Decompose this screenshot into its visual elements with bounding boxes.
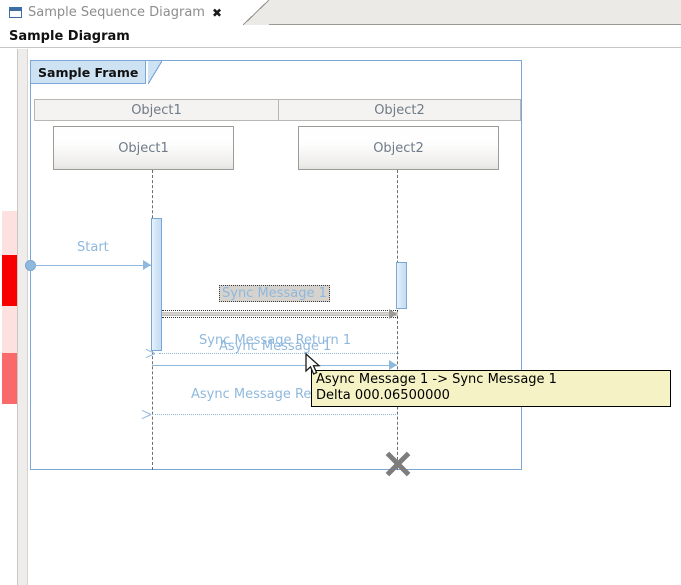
marker-warning[interactable] [2, 353, 17, 404]
lifeline-object2[interactable] [397, 170, 398, 470]
selection-dot-bottom [162, 317, 398, 318]
lifeline-label: Object1 [118, 140, 169, 156]
destroy-occurrence-icon[interactable] [385, 451, 411, 477]
message-line-async-return-1[interactable] [155, 414, 398, 415]
lifeline-head-object1[interactable]: Object1 [53, 126, 234, 170]
activation-bar-object1[interactable] [151, 218, 162, 351]
overview-ruler[interactable] [0, 49, 18, 585]
message-line-async-1[interactable] [152, 365, 397, 366]
arrowhead-sync-1 [389, 309, 397, 319]
column-header-label: Object1 [131, 102, 182, 118]
editor-gutter [18, 49, 28, 585]
diagram-canvas[interactable]: Sample Frame Object1 Object2 Object1 Obj… [0, 49, 681, 585]
sequence-diagram-frame[interactable]: Sample Frame Object1 Object2 Object1 Obj… [25, 60, 522, 470]
marker-pale-middle[interactable] [2, 306, 17, 353]
lifeline-head-object2[interactable]: Object2 [298, 126, 499, 170]
column-header-label: Object2 [374, 102, 425, 118]
message-line-sync-1[interactable] [162, 312, 398, 316]
message-label-async-1[interactable]: Async Message 1 [219, 339, 332, 354]
frame-name-tab[interactable]: Sample Frame [31, 61, 147, 84]
marker-error[interactable] [2, 255, 17, 306]
arrowhead-async-1 [389, 360, 397, 370]
message-label-async-return-1[interactable]: Async Message Return 1 [191, 387, 351, 402]
column-header-object1[interactable]: Object1 [34, 99, 279, 121]
message-label-start[interactable]: Start [77, 240, 109, 255]
tab-sample-sequence-diagram[interactable]: Sample Sequence Diagram ✖ [0, 0, 255, 25]
message-line-start[interactable] [31, 265, 151, 266]
arrowhead-sync-return-1 [155, 348, 164, 358]
message-tooltip: Async Message 1 -> Sync Message 1 Delta … [311, 370, 671, 407]
tab-label: Sample Sequence Diagram [28, 5, 205, 20]
tooltip-line-1: Async Message 1 -> Sync Message 1 [316, 372, 557, 387]
page-title: Sample Diagram [9, 29, 130, 44]
frame-label: Sample Frame [38, 64, 139, 80]
marker-pale-top[interactable] [2, 211, 17, 255]
arrowhead-async-return-1 [151, 409, 160, 419]
message-label-sync-1[interactable]: Sync Message 1 [219, 285, 330, 302]
activation-bar-object2[interactable] [396, 262, 407, 309]
form-header: Sample Diagram [0, 26, 681, 48]
message-label-sync-return-1[interactable]: Sync Message Return 1 [199, 333, 352, 348]
editor-tab-bar: Sample Sequence Diagram ✖ [0, 0, 681, 25]
column-header-object2[interactable]: Object2 [278, 99, 521, 121]
frame-tab-corner [148, 61, 162, 84]
arrowhead-start [143, 260, 151, 270]
overview-ruler-track[interactable] [2, 49, 17, 585]
tooltip-line-2: Delta 000.06500000 [316, 388, 450, 403]
diagram-window-icon [9, 7, 22, 18]
lifeline-label: Object2 [373, 140, 424, 156]
message-line-sync-return-1[interactable] [159, 353, 399, 354]
close-icon[interactable]: ✖ [211, 5, 223, 20]
selection-dot-top [162, 310, 398, 311]
